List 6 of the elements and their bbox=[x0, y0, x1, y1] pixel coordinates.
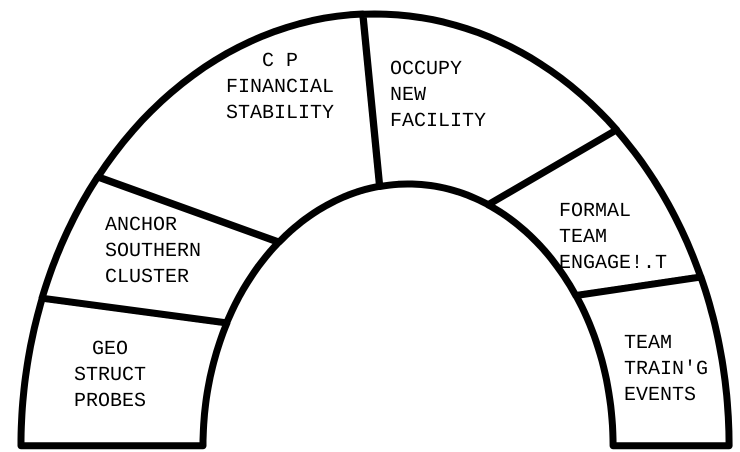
segment-label: OCCUPY NEW FACILITY bbox=[390, 56, 487, 135]
segment-label: GEO STRUCT PROBES bbox=[72, 336, 147, 415]
segment-label: ANCHOR SOUTHERN CLUSTER bbox=[104, 212, 202, 291]
segment-label: C P FINANCIAL STABILITY bbox=[224, 48, 335, 127]
segment-label: TEAM TRAIN'G EVENTS bbox=[624, 330, 709, 409]
segment-label: FORMAL TEAM ENGAGE!.T bbox=[558, 198, 668, 277]
